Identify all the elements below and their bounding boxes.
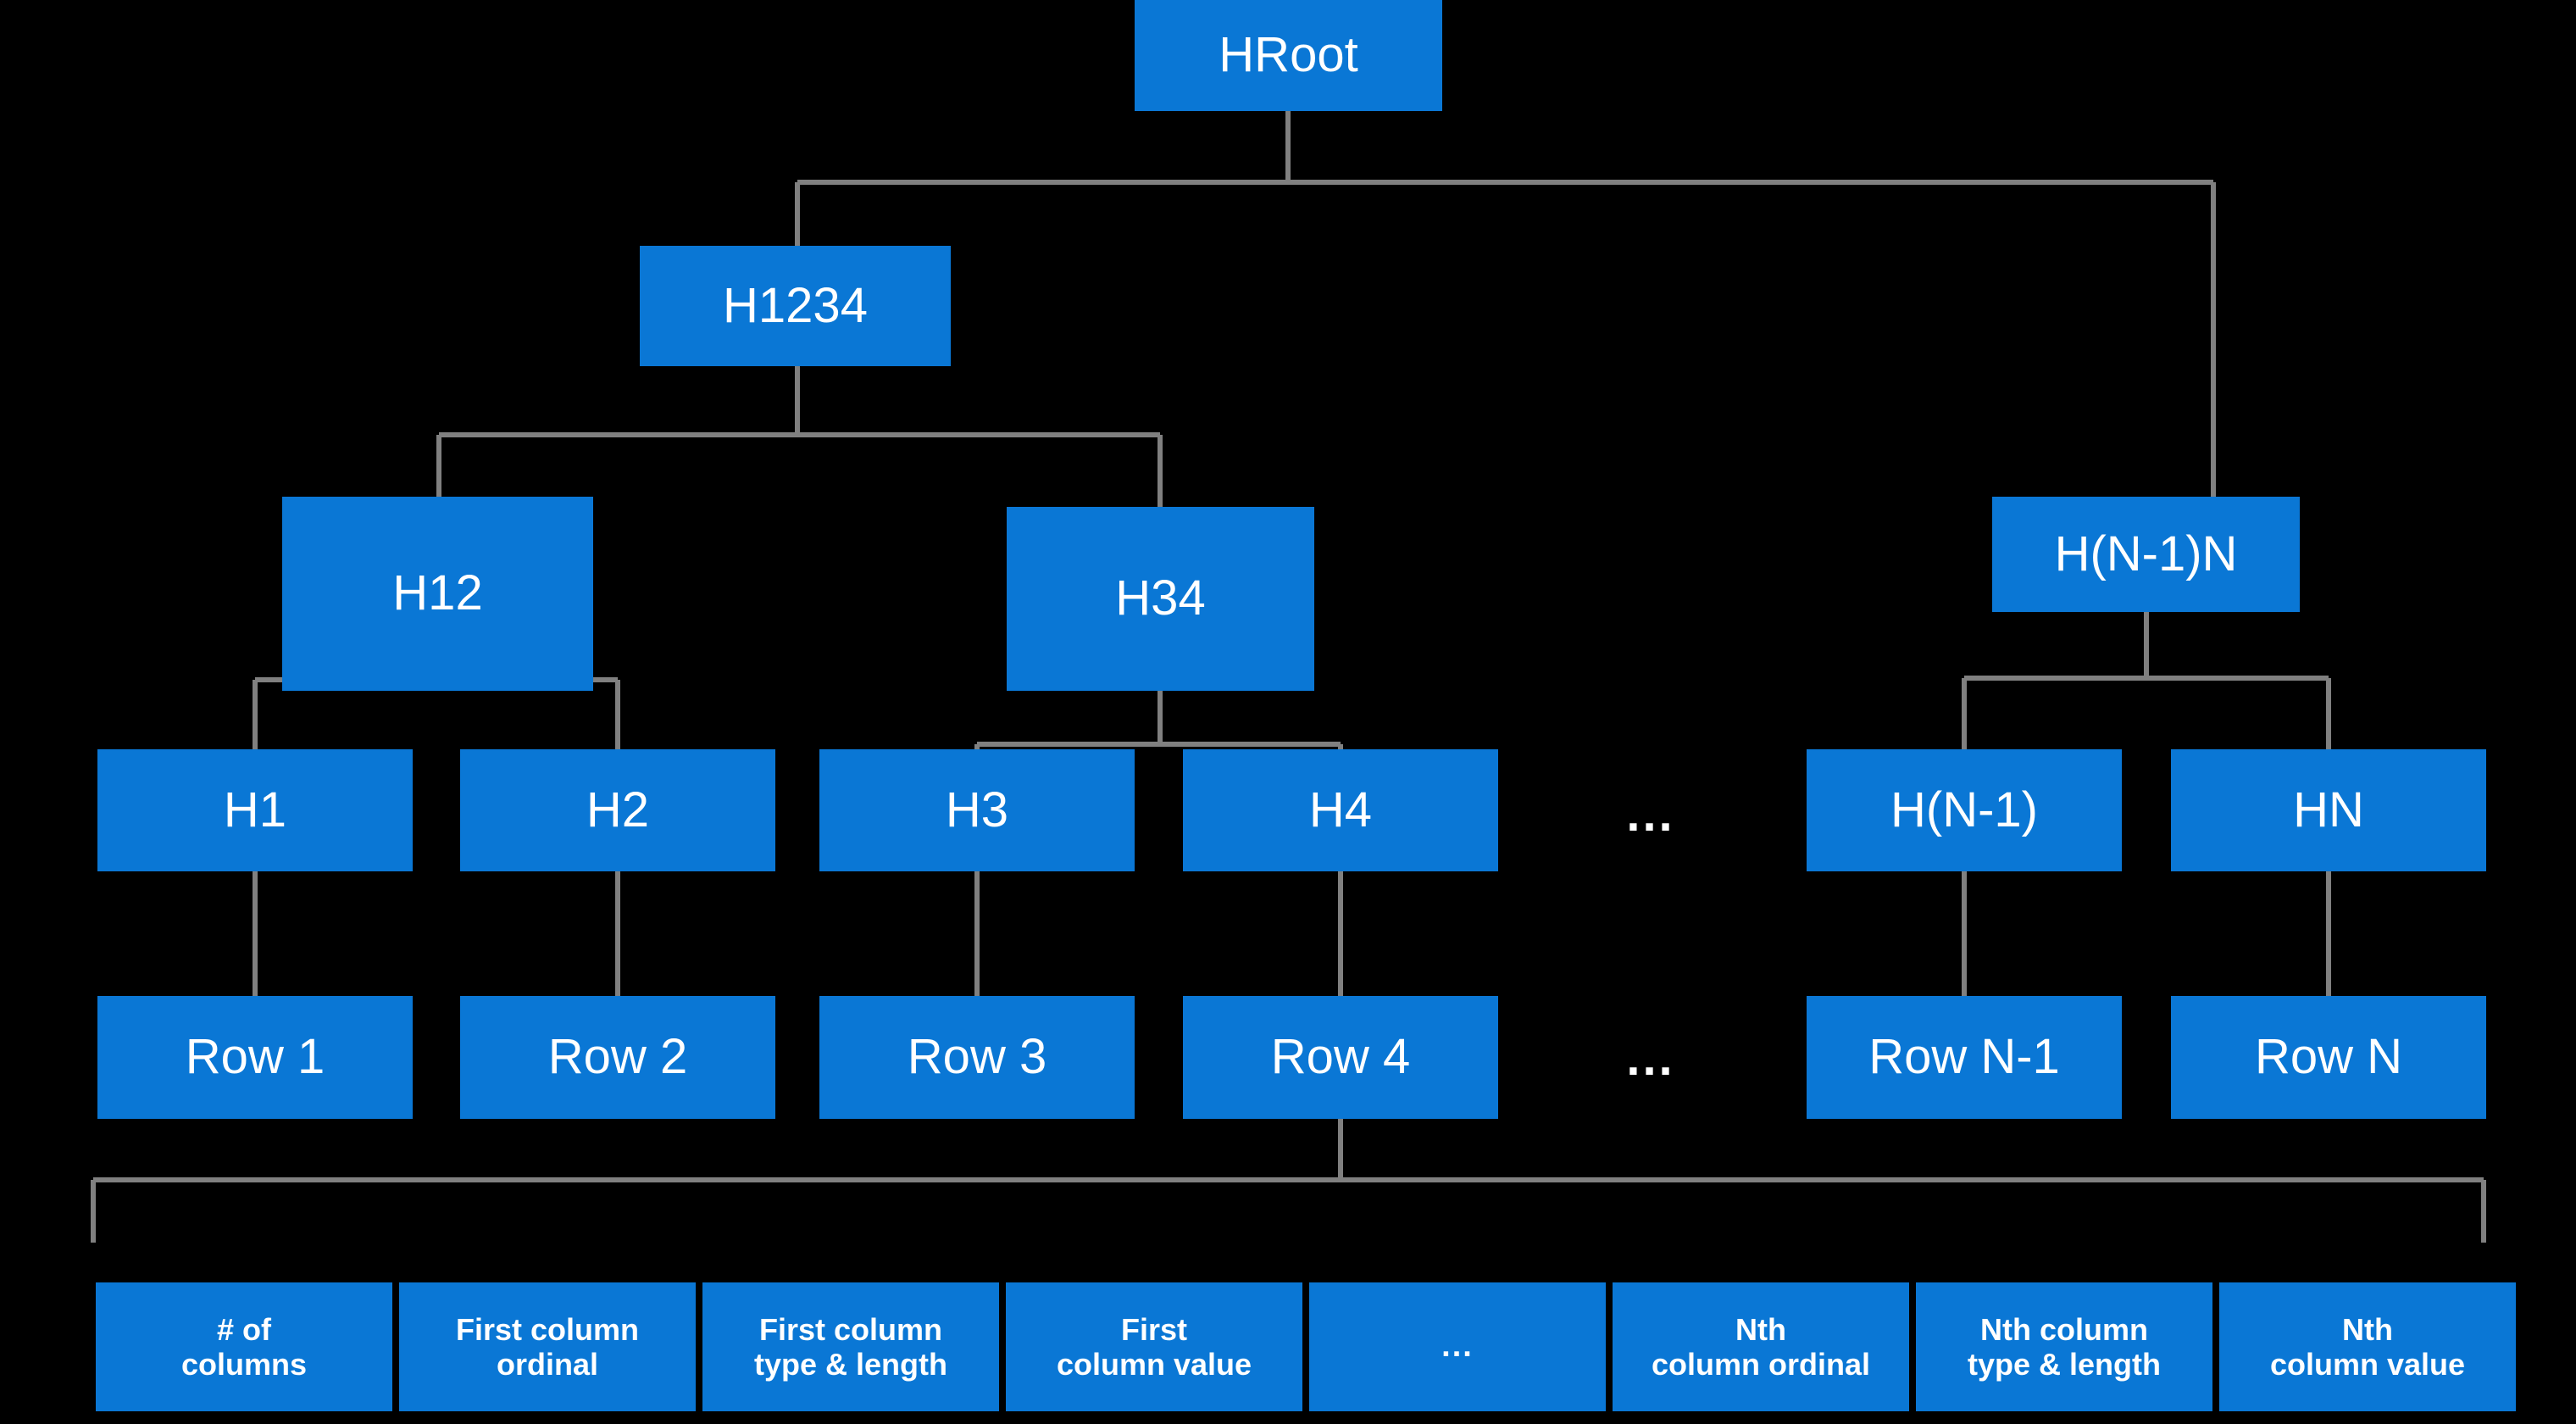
field-num-columns[interactable]: # of columns: [96, 1282, 392, 1411]
field-first-column-ordinal[interactable]: First column ordinal: [399, 1282, 696, 1411]
node-hn-1[interactable]: H(N-1): [1807, 749, 2122, 871]
node-row-n[interactable]: Row N: [2171, 996, 2486, 1119]
node-row-1[interactable]: Row 1: [97, 996, 413, 1119]
node-hroot[interactable]: HRoot: [1135, 0, 1442, 111]
node-ellipsis-headers: ...: [1626, 786, 1675, 842]
node-row-3[interactable]: Row 3: [819, 996, 1135, 1119]
node-h1[interactable]: H1: [97, 749, 413, 871]
node-ellipsis-rows: ...: [1626, 1030, 1675, 1086]
node-h12[interactable]: H12: [282, 497, 593, 691]
field-ellipsis: ...: [1309, 1282, 1606, 1411]
node-h3[interactable]: H3: [819, 749, 1135, 871]
node-hn[interactable]: HN: [2171, 749, 2486, 871]
field-first-column-value[interactable]: First column value: [1006, 1282, 1302, 1411]
field-first-column-type-length[interactable]: First column type & length: [702, 1282, 999, 1411]
node-h2[interactable]: H2: [460, 749, 775, 871]
node-row-2[interactable]: Row 2: [460, 996, 775, 1119]
node-h34[interactable]: H34: [1007, 507, 1314, 691]
field-nth-column-value[interactable]: Nth column value: [2219, 1282, 2516, 1411]
node-h1234[interactable]: H1234: [640, 246, 951, 366]
node-row-n-1[interactable]: Row N-1: [1807, 996, 2122, 1119]
field-nth-column-type-length[interactable]: Nth column type & length: [1916, 1282, 2212, 1411]
node-row-4[interactable]: Row 4: [1183, 996, 1498, 1119]
node-hn-1-n[interactable]: H(N-1)N: [1992, 497, 2300, 612]
node-h4[interactable]: H4: [1183, 749, 1498, 871]
field-nth-column-ordinal[interactable]: Nth column ordinal: [1613, 1282, 1909, 1411]
